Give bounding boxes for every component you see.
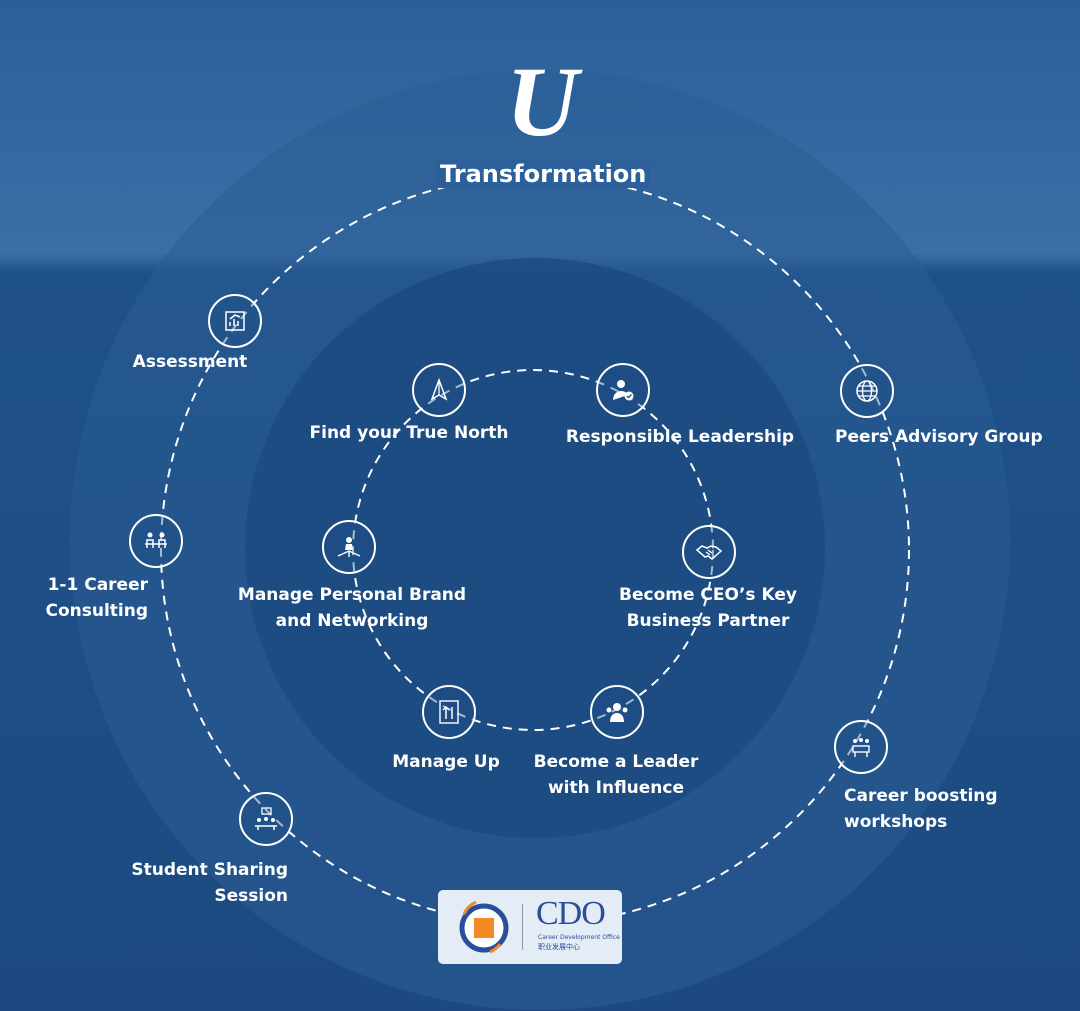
label-career-boosting: Career boosting workshops: [844, 786, 998, 832]
handshake-icon[interactable]: [682, 525, 736, 579]
inner-disc: [245, 258, 825, 838]
label-true-north: Find your True North: [309, 423, 509, 443]
label-responsible-leadership: Responsible Leadership: [565, 427, 795, 447]
compass-arrow-icon[interactable]: [412, 363, 466, 417]
label-student-sharing: Student Sharing Session: [131, 860, 288, 906]
label-career-consulting: 1-1 Career Consulting: [45, 575, 148, 621]
workshop-icon[interactable]: [834, 720, 888, 774]
label-ceo-partner: Become CEO’s Key Business Partner: [619, 585, 797, 631]
school-seal-icon: [459, 900, 509, 954]
label-leader-influence: Become a Leader with Influence: [533, 752, 699, 798]
label-manage-up: Manage Up: [392, 752, 500, 772]
cdo-chinese: 职业发展中心: [538, 943, 580, 951]
cdo-text: CDO: [536, 895, 606, 932]
title: Transformation: [436, 160, 651, 188]
manage-up-icon[interactable]: [422, 685, 476, 739]
networking-icon[interactable]: [322, 520, 376, 574]
label-assessment: Assessment: [132, 352, 248, 372]
globe-icon[interactable]: [840, 364, 894, 418]
chart-report-icon[interactable]: [208, 294, 262, 348]
label-peers-advisory: Peers Advisory Group: [835, 427, 1043, 447]
logo-divider: [522, 904, 523, 950]
logo-letter: U: [506, 46, 579, 157]
group-leader-icon[interactable]: [590, 685, 644, 739]
leader-check-icon[interactable]: [596, 363, 650, 417]
cdo-logo: CDO Career Development Office 职业发展中心: [438, 890, 622, 964]
consulting-icon[interactable]: [129, 514, 183, 568]
label-personal-brand: Manage Personal Brand and Networking: [237, 585, 467, 631]
cdo-subtitle: Career Development Office: [538, 934, 620, 941]
meeting-icon[interactable]: [239, 792, 293, 846]
